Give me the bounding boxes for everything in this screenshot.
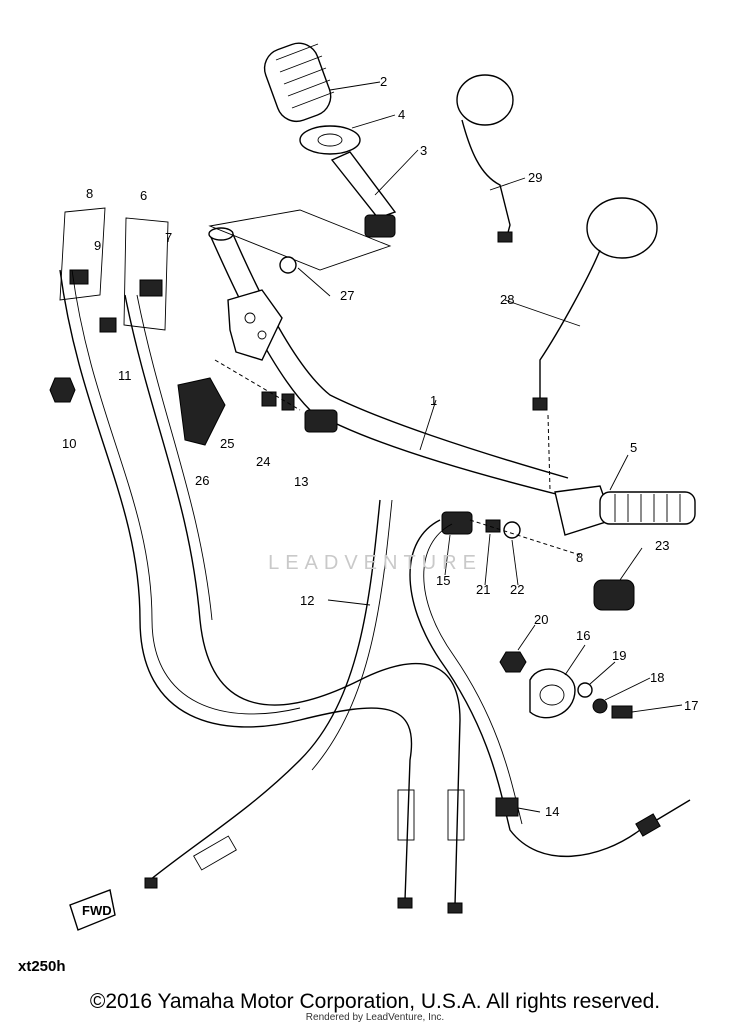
callout-6: 6 bbox=[140, 188, 147, 203]
callout-9: 9 bbox=[94, 238, 101, 253]
cable-holder-left[interactable] bbox=[69, 269, 163, 297]
part-11[interactable] bbox=[99, 317, 117, 333]
callout-5: 5 bbox=[630, 440, 637, 455]
callout-3: 3 bbox=[420, 143, 427, 158]
copyright-notice: ©2016 Yamaha Motor Corporation, U.S.A. A… bbox=[89, 990, 661, 1013]
model-code: xt250h bbox=[18, 958, 66, 975]
lever-holder[interactable] bbox=[227, 289, 283, 361]
callout-12: 12 bbox=[300, 593, 314, 608]
throttle-tube[interactable] bbox=[330, 151, 397, 238]
part-24[interactable] bbox=[281, 393, 295, 411]
callout-17: 17 bbox=[684, 698, 698, 713]
part-21[interactable] bbox=[485, 519, 501, 533]
callout-21: 21 bbox=[476, 582, 490, 597]
parts-diagram: FWD 2 4 3 29 8 6 9 7 27 28 11 10 bbox=[49, 38, 698, 931]
left-grip[interactable] bbox=[259, 38, 336, 127]
clutch-cable-14[interactable] bbox=[409, 519, 691, 858]
part-25[interactable] bbox=[261, 391, 277, 407]
mirror-lower[interactable] bbox=[532, 197, 658, 411]
part-22[interactable] bbox=[503, 521, 521, 539]
callout-18: 18 bbox=[650, 670, 664, 685]
callout-20: 20 bbox=[534, 612, 548, 627]
mirror-upper[interactable] bbox=[456, 74, 514, 243]
rendered-by-credit: Rendered by LeadVenture, Inc. bbox=[305, 1012, 445, 1023]
callout-7: 7 bbox=[165, 230, 172, 245]
throttle-cables[interactable] bbox=[59, 269, 461, 906]
callout-1: 1 bbox=[430, 393, 437, 408]
callout-28: 28 bbox=[500, 292, 514, 307]
callout-23: 23 bbox=[655, 538, 669, 553]
callout-8-left: 8 bbox=[86, 186, 93, 201]
watermark: LEADVENTURE bbox=[268, 552, 482, 574]
switch-23[interactable] bbox=[593, 579, 635, 611]
nut-20[interactable] bbox=[499, 651, 527, 673]
switch-26[interactable] bbox=[177, 377, 226, 446]
callout-10: 10 bbox=[62, 436, 76, 451]
callout-29: 29 bbox=[528, 170, 542, 185]
callout-27: 27 bbox=[340, 288, 354, 303]
adjuster-15[interactable] bbox=[441, 511, 473, 535]
callout-4: 4 bbox=[398, 107, 405, 122]
bolt-17[interactable] bbox=[611, 705, 633, 719]
callout-8-right: 8 bbox=[576, 550, 583, 565]
fwd-arrow-icon: FWD bbox=[69, 889, 116, 931]
callout-26: 26 bbox=[195, 473, 209, 488]
clamp-16[interactable] bbox=[529, 668, 576, 719]
callout-15: 15 bbox=[436, 573, 450, 588]
callout-11: 11 bbox=[118, 368, 132, 383]
part-27-cap[interactable] bbox=[279, 256, 297, 274]
callout-24: 24 bbox=[256, 454, 270, 469]
callout-14: 14 bbox=[545, 804, 559, 819]
leader-lines bbox=[297, 81, 683, 813]
callout-25: 25 bbox=[220, 436, 234, 451]
nut-10[interactable] bbox=[49, 377, 76, 403]
callout-19: 19 bbox=[612, 648, 626, 663]
adjuster-13[interactable] bbox=[304, 409, 338, 433]
callout-labels: 2 4 3 29 8 6 9 7 27 28 11 10 26 25 24 13… bbox=[62, 74, 698, 819]
washer-19[interactable] bbox=[577, 682, 593, 698]
callout-13: 13 bbox=[294, 474, 308, 489]
fwd-label: FWD bbox=[82, 903, 112, 918]
washer-18[interactable] bbox=[592, 698, 608, 714]
callout-16: 16 bbox=[576, 628, 590, 643]
right-grip[interactable] bbox=[554, 485, 696, 536]
callout-2: 2 bbox=[380, 74, 387, 89]
grip-collar[interactable] bbox=[299, 125, 361, 155]
callout-22: 22 bbox=[510, 582, 524, 597]
